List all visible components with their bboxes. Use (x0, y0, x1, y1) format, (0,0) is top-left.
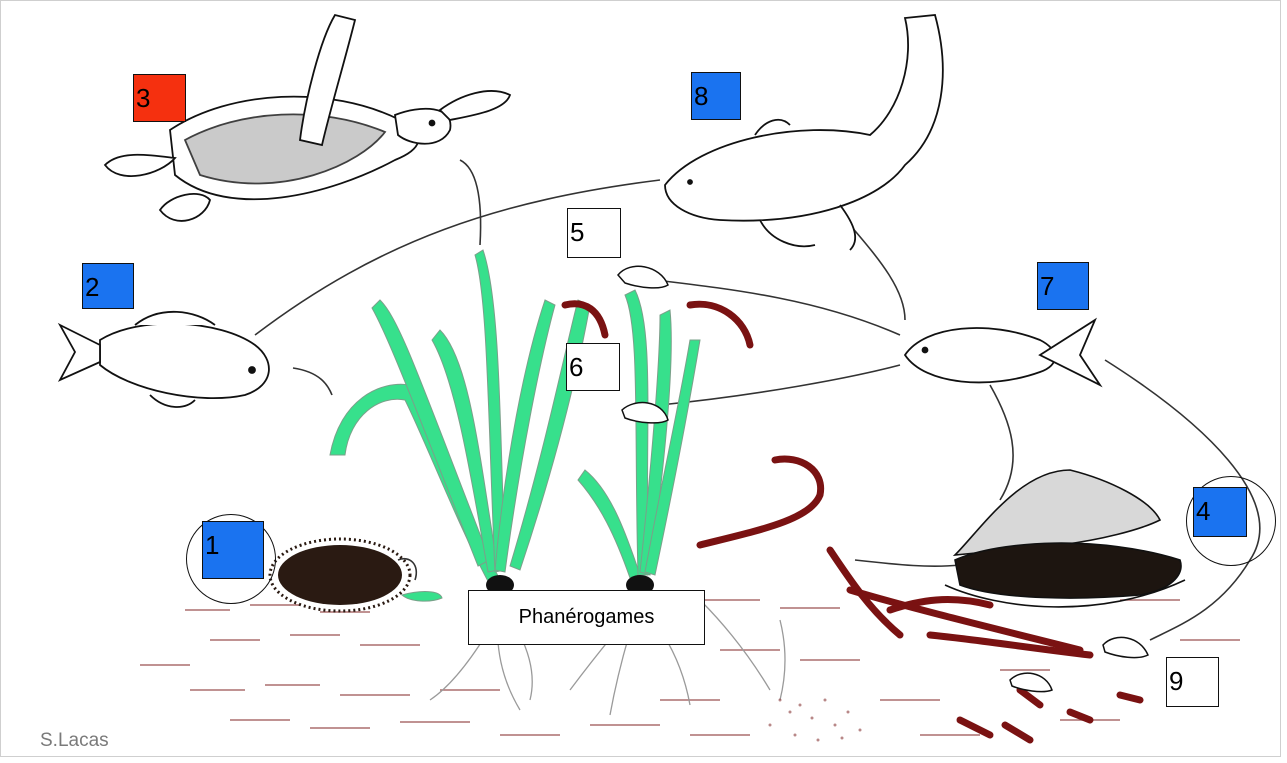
number-box-9-label: 9 (1169, 666, 1183, 696)
number-box-5: 5 (567, 208, 621, 258)
number-box-8-label: 8 (694, 81, 708, 111)
fish-right (905, 320, 1100, 385)
number-box-1: 1 (202, 521, 264, 579)
number-box-6-label: 6 (569, 352, 583, 382)
number-box-2: 2 (82, 263, 134, 309)
number-box-3: 3 (133, 74, 186, 122)
number-box-4: 4 (1193, 487, 1247, 537)
number-box-5-label: 5 (570, 217, 584, 247)
seagrass (330, 250, 700, 601)
plant-label-text: Phanérogames (519, 606, 655, 629)
shark (665, 15, 943, 250)
number-box-7-label: 7 (1040, 271, 1054, 301)
sea-urchin (270, 539, 410, 611)
number-box-4-label: 4 (1196, 496, 1210, 526)
number-box-9: 9 (1166, 657, 1219, 707)
number-box-7: 7 (1037, 262, 1089, 310)
plant-label: Phanérogames (468, 590, 705, 645)
fish-left (60, 312, 269, 407)
number-box-1-label: 1 (205, 530, 219, 560)
number-box-3-label: 3 (136, 83, 150, 113)
author-credit: S.Lacas (40, 730, 109, 752)
conch-shell (945, 470, 1185, 607)
number-box-8: 8 (691, 72, 741, 120)
detritus (769, 699, 862, 742)
number-box-2-label: 2 (85, 272, 99, 302)
number-box-6: 6 (566, 343, 620, 391)
